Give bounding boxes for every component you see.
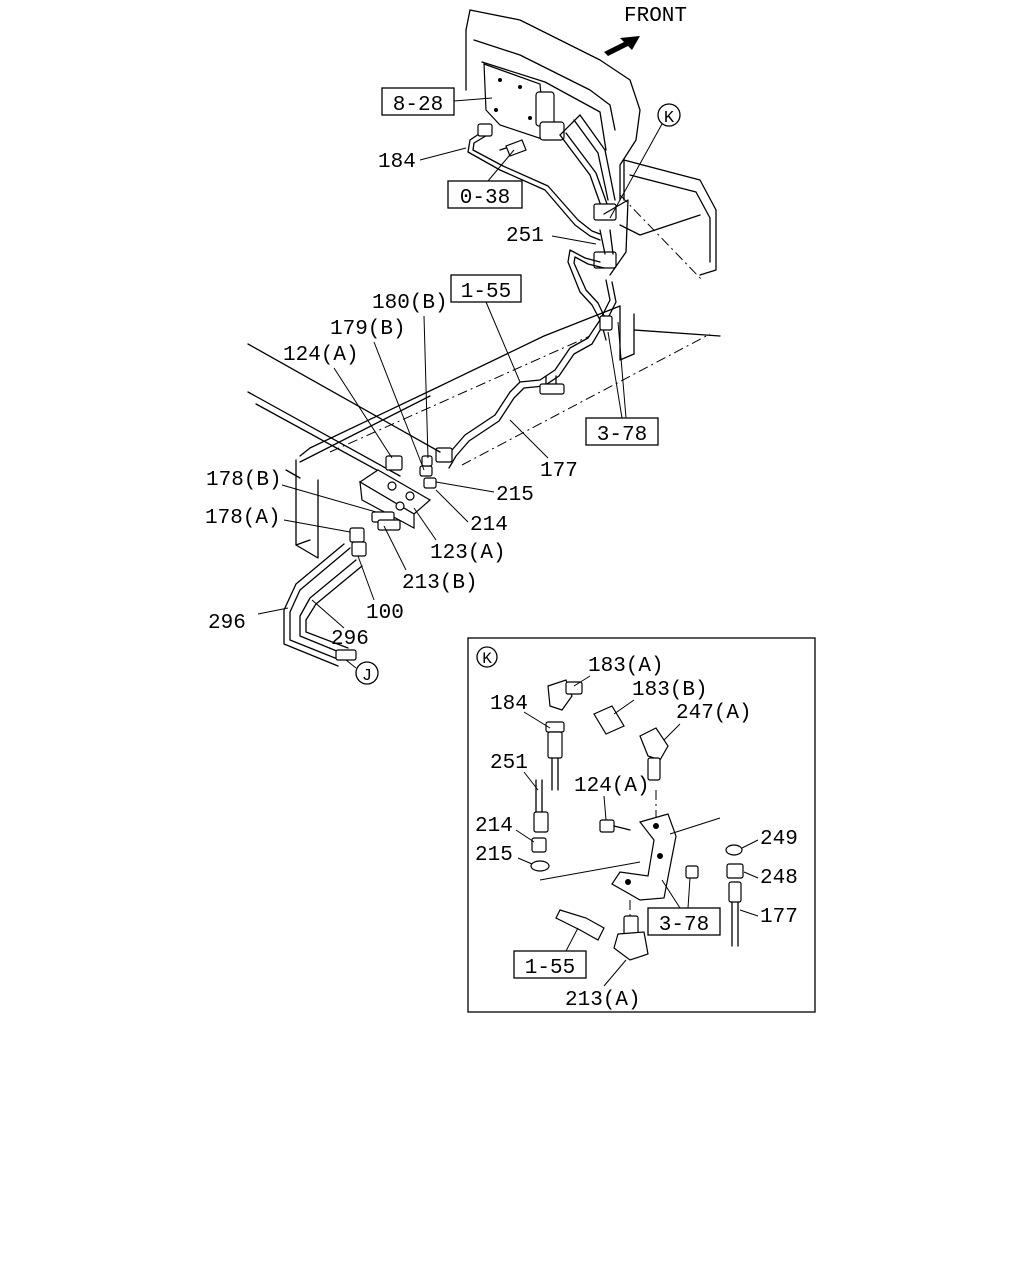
label-180b: 180(B) [372,292,448,315]
main-part-labels: 184 251 180(B) 179(B) 124(A) 177 215 214… [205,147,597,651]
label-213b: 213(B) [402,572,478,595]
callout-k-marker: K [609,103,681,219]
label-214: 214 [470,514,508,537]
ref-box-8-28[interactable]: 8-28 [381,87,493,117]
ref-label-3-78: 3-78 [597,424,647,447]
label-296-b: 296 [331,628,369,651]
label-123a: 123(A) [430,542,506,565]
detail-label-251: 251 [490,752,528,775]
detail-label-184: 184 [490,693,528,716]
detail-label-215: 215 [475,844,513,867]
front-label: FRONT [624,5,687,28]
detail-ref-label-1-55: 1-55 [525,957,575,980]
detail-ref-box-1-55[interactable]: 1-55 [513,927,587,980]
ref-label-0-38: 0-38 [460,187,510,210]
detail-label-247a: 247(A) [676,702,752,725]
ref-box-0-38[interactable]: 0-38 [447,149,523,210]
label-177: 177 [540,460,578,483]
mounting-plate [483,63,565,141]
detail-label-183a: 183(A) [588,655,664,678]
pipe-connector-038 [499,139,527,157]
ref-box-1-55[interactable]: 1-55 [450,274,522,383]
frame-rail [247,305,721,559]
label-100: 100 [366,602,404,625]
front-arrow-icon [604,36,640,56]
label-296-a: 296 [208,612,246,635]
detail-label-213a: 213(A) [565,989,641,1012]
label-251: 251 [506,225,544,248]
label-179b: 179(B) [330,318,406,341]
callout-k-letter: K [664,109,675,128]
detail-parts [530,679,744,961]
detail-k-letter: K [482,650,492,668]
label-184: 184 [378,151,416,174]
detail-label-214: 214 [475,815,513,838]
ref-box-3-78[interactable]: 3-78 [585,321,659,447]
detail-label-248: 248 [760,867,798,890]
cab-body-outline [465,9,717,281]
long-brake-pipe [435,249,617,469]
detail-label-177: 177 [760,906,798,929]
junction-block-assembly [349,455,437,557]
detail-ref-box-3-78[interactable]: 3-78 [647,877,721,937]
detail-label-249: 249 [760,828,798,851]
detail-k-inset: K [467,637,816,1013]
label-215: 215 [496,484,534,507]
label-178b: 178(B) [206,469,282,492]
detail-label-183b: 183(B) [632,679,708,702]
detail-ref-label-3-78: 3-78 [659,914,709,937]
detail-part-labels: 183(A) 183(B) 184 247(A) 251 124(A) 214 … [475,655,798,1012]
label-178a: 178(A) [205,507,281,530]
ref-label-8-28: 8-28 [393,94,443,117]
label-124a: 124(A) [283,344,359,367]
ref-label-1-55: 1-55 [461,281,511,304]
front-indicator: FRONT [604,5,687,56]
callout-j-letter: J [362,667,372,686]
detail-label-124a: 124(A) [574,775,650,798]
callout-j-marker: J [345,659,379,686]
